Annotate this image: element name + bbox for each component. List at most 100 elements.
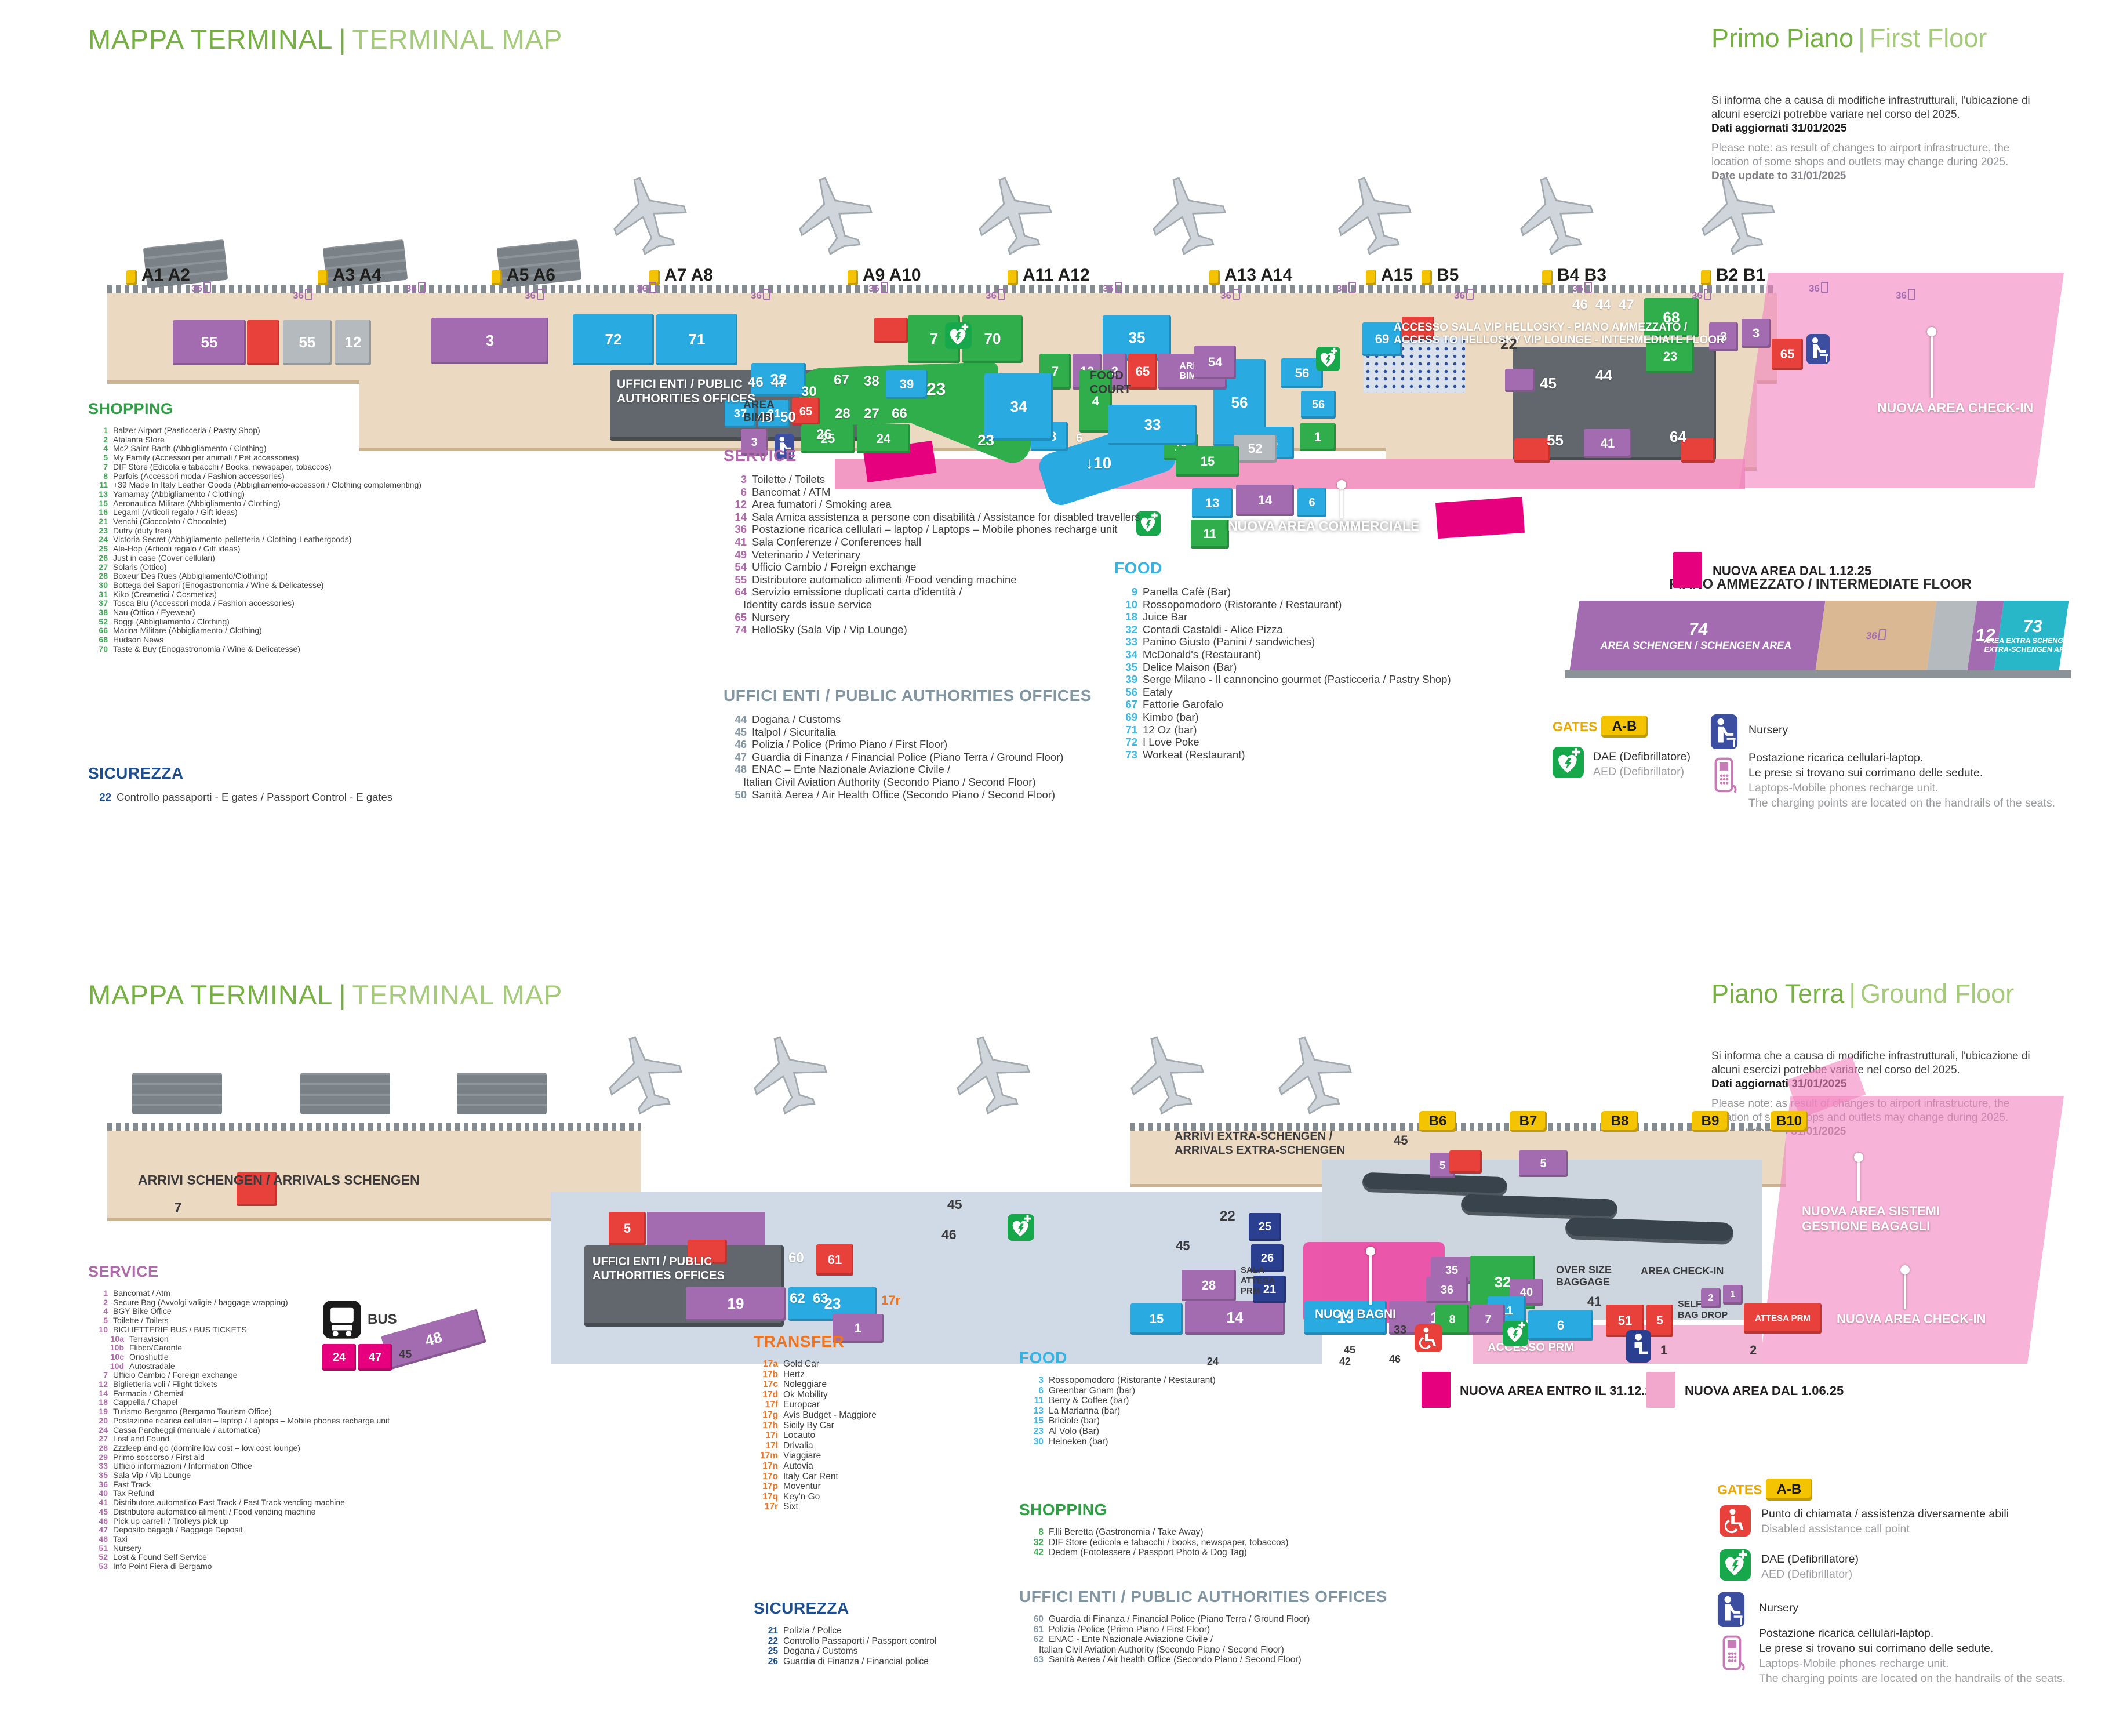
map-block: [874, 318, 908, 343]
map-label: 67: [834, 372, 849, 388]
map-block-34: 34: [984, 373, 1053, 441]
plane-icon: [1504, 164, 1606, 266]
gate-B5: B5: [1422, 266, 1459, 285]
map-label: 42: [1339, 1356, 1351, 1367]
charge-text-line: Le prese si trovano sui corrimano delle …: [1759, 1642, 1994, 1655]
phone-recharge-marker-36: 36: [986, 289, 1005, 302]
map-label: ACCESSO SALA VIP HELLOSKY - PIANO AMMEZZ…: [1394, 321, 1725, 346]
map-label: 22: [1500, 335, 1517, 353]
charge-text-line: Postazione ricarica cellulari-laptop.: [1759, 1627, 1934, 1640]
map-block: [1449, 1150, 1482, 1174]
phone-recharge-marker-36: 36: [525, 289, 544, 302]
new-area-label-pink: NUOVA AREA DAL 1.06.25: [1685, 1383, 1844, 1398]
map-label: NUOVA AREA CHECK-IN: [1837, 1312, 1986, 1326]
gate-A3-A4: A3 A4: [318, 266, 381, 285]
new-area-label: NUOVA AREA DAL 1.12.25: [1713, 564, 1872, 578]
map-label: 62 63: [790, 1291, 828, 1306]
legend-title: SHOPPING: [88, 400, 173, 417]
page-title-first-floor: MAPPA TERMINAL|TERMINAL MAP: [88, 23, 562, 55]
note-line: Please note: as result of changes to air…: [1711, 142, 2010, 154]
note-line: Si informa che a causa di modifiche infr…: [1711, 95, 2030, 107]
map-block-7: 7: [1471, 1305, 1505, 1335]
map-pin: [1854, 1153, 1863, 1201]
map-label: 46 44 47: [1572, 297, 1634, 313]
nursery-icon: [775, 434, 794, 459]
map-block-31: 31: [758, 400, 790, 428]
phone-recharge-marker-36: 36: [293, 289, 312, 302]
map-label: ARRIVI SCHENGEN / ARRIVALS SCHENGEN: [138, 1172, 420, 1187]
map-block-54: 54: [1194, 346, 1236, 379]
new-area-swatch-magenta: [1422, 1372, 1451, 1408]
phone-charge-icon: [1714, 757, 1737, 796]
dae-icon: [1316, 347, 1340, 371]
legend-title: SICUREZZA: [754, 1599, 849, 1617]
wheelchair-icon: [1415, 1324, 1442, 1352]
map-block-1: 1: [833, 1314, 884, 1343]
map-block-24: 24: [322, 1344, 356, 1371]
legend-item-continued: Italian Civil Aviation Authority (Second…: [743, 775, 1036, 788]
map-block: [1505, 369, 1535, 392]
map-block-3: 3: [431, 318, 548, 364]
gate-B10: B10: [1771, 1111, 1808, 1132]
plane-icon: [783, 164, 885, 266]
map-label: BUS: [368, 1312, 397, 1327]
phone-recharge-marker-36: 36: [406, 282, 426, 295]
gates-ab-badge-ground: A-B: [1766, 1479, 1812, 1501]
phone-recharge-marker-36: 36: [1454, 289, 1474, 302]
phone-recharge-marker-36: 36: [1865, 629, 1887, 642]
phone-recharge-marker-36: 36: [1220, 289, 1240, 302]
map-block-6: 6: [1528, 1310, 1593, 1341]
map-label: 6: [1076, 432, 1083, 445]
map-label: ACCESSO PRM: [1488, 1341, 1574, 1354]
note-line: Dati aggiornati 31/01/2025: [1711, 1078, 1847, 1090]
map-label: 44: [1595, 366, 1612, 384]
map-block-65: 65: [1128, 354, 1157, 390]
floor-title-first: Primo Piano|First Floor: [1711, 23, 1987, 53]
map-label: 2: [1750, 1343, 1757, 1357]
plane-icon: [737, 1023, 839, 1125]
gate-A15: A15: [1366, 266, 1413, 285]
map-block-71: 71: [656, 314, 737, 365]
nursery-icon: [1806, 334, 1830, 364]
plane-icon: [1114, 1023, 1216, 1125]
map-pin: [1366, 1247, 1375, 1305]
map-label: 45: [947, 1197, 962, 1212]
gates-label: GATES: [1553, 719, 1598, 734]
gate-B9: B9: [1692, 1111, 1729, 1132]
dae-label-it-ground: DAE (Defibrillatore): [1761, 1553, 1859, 1566]
